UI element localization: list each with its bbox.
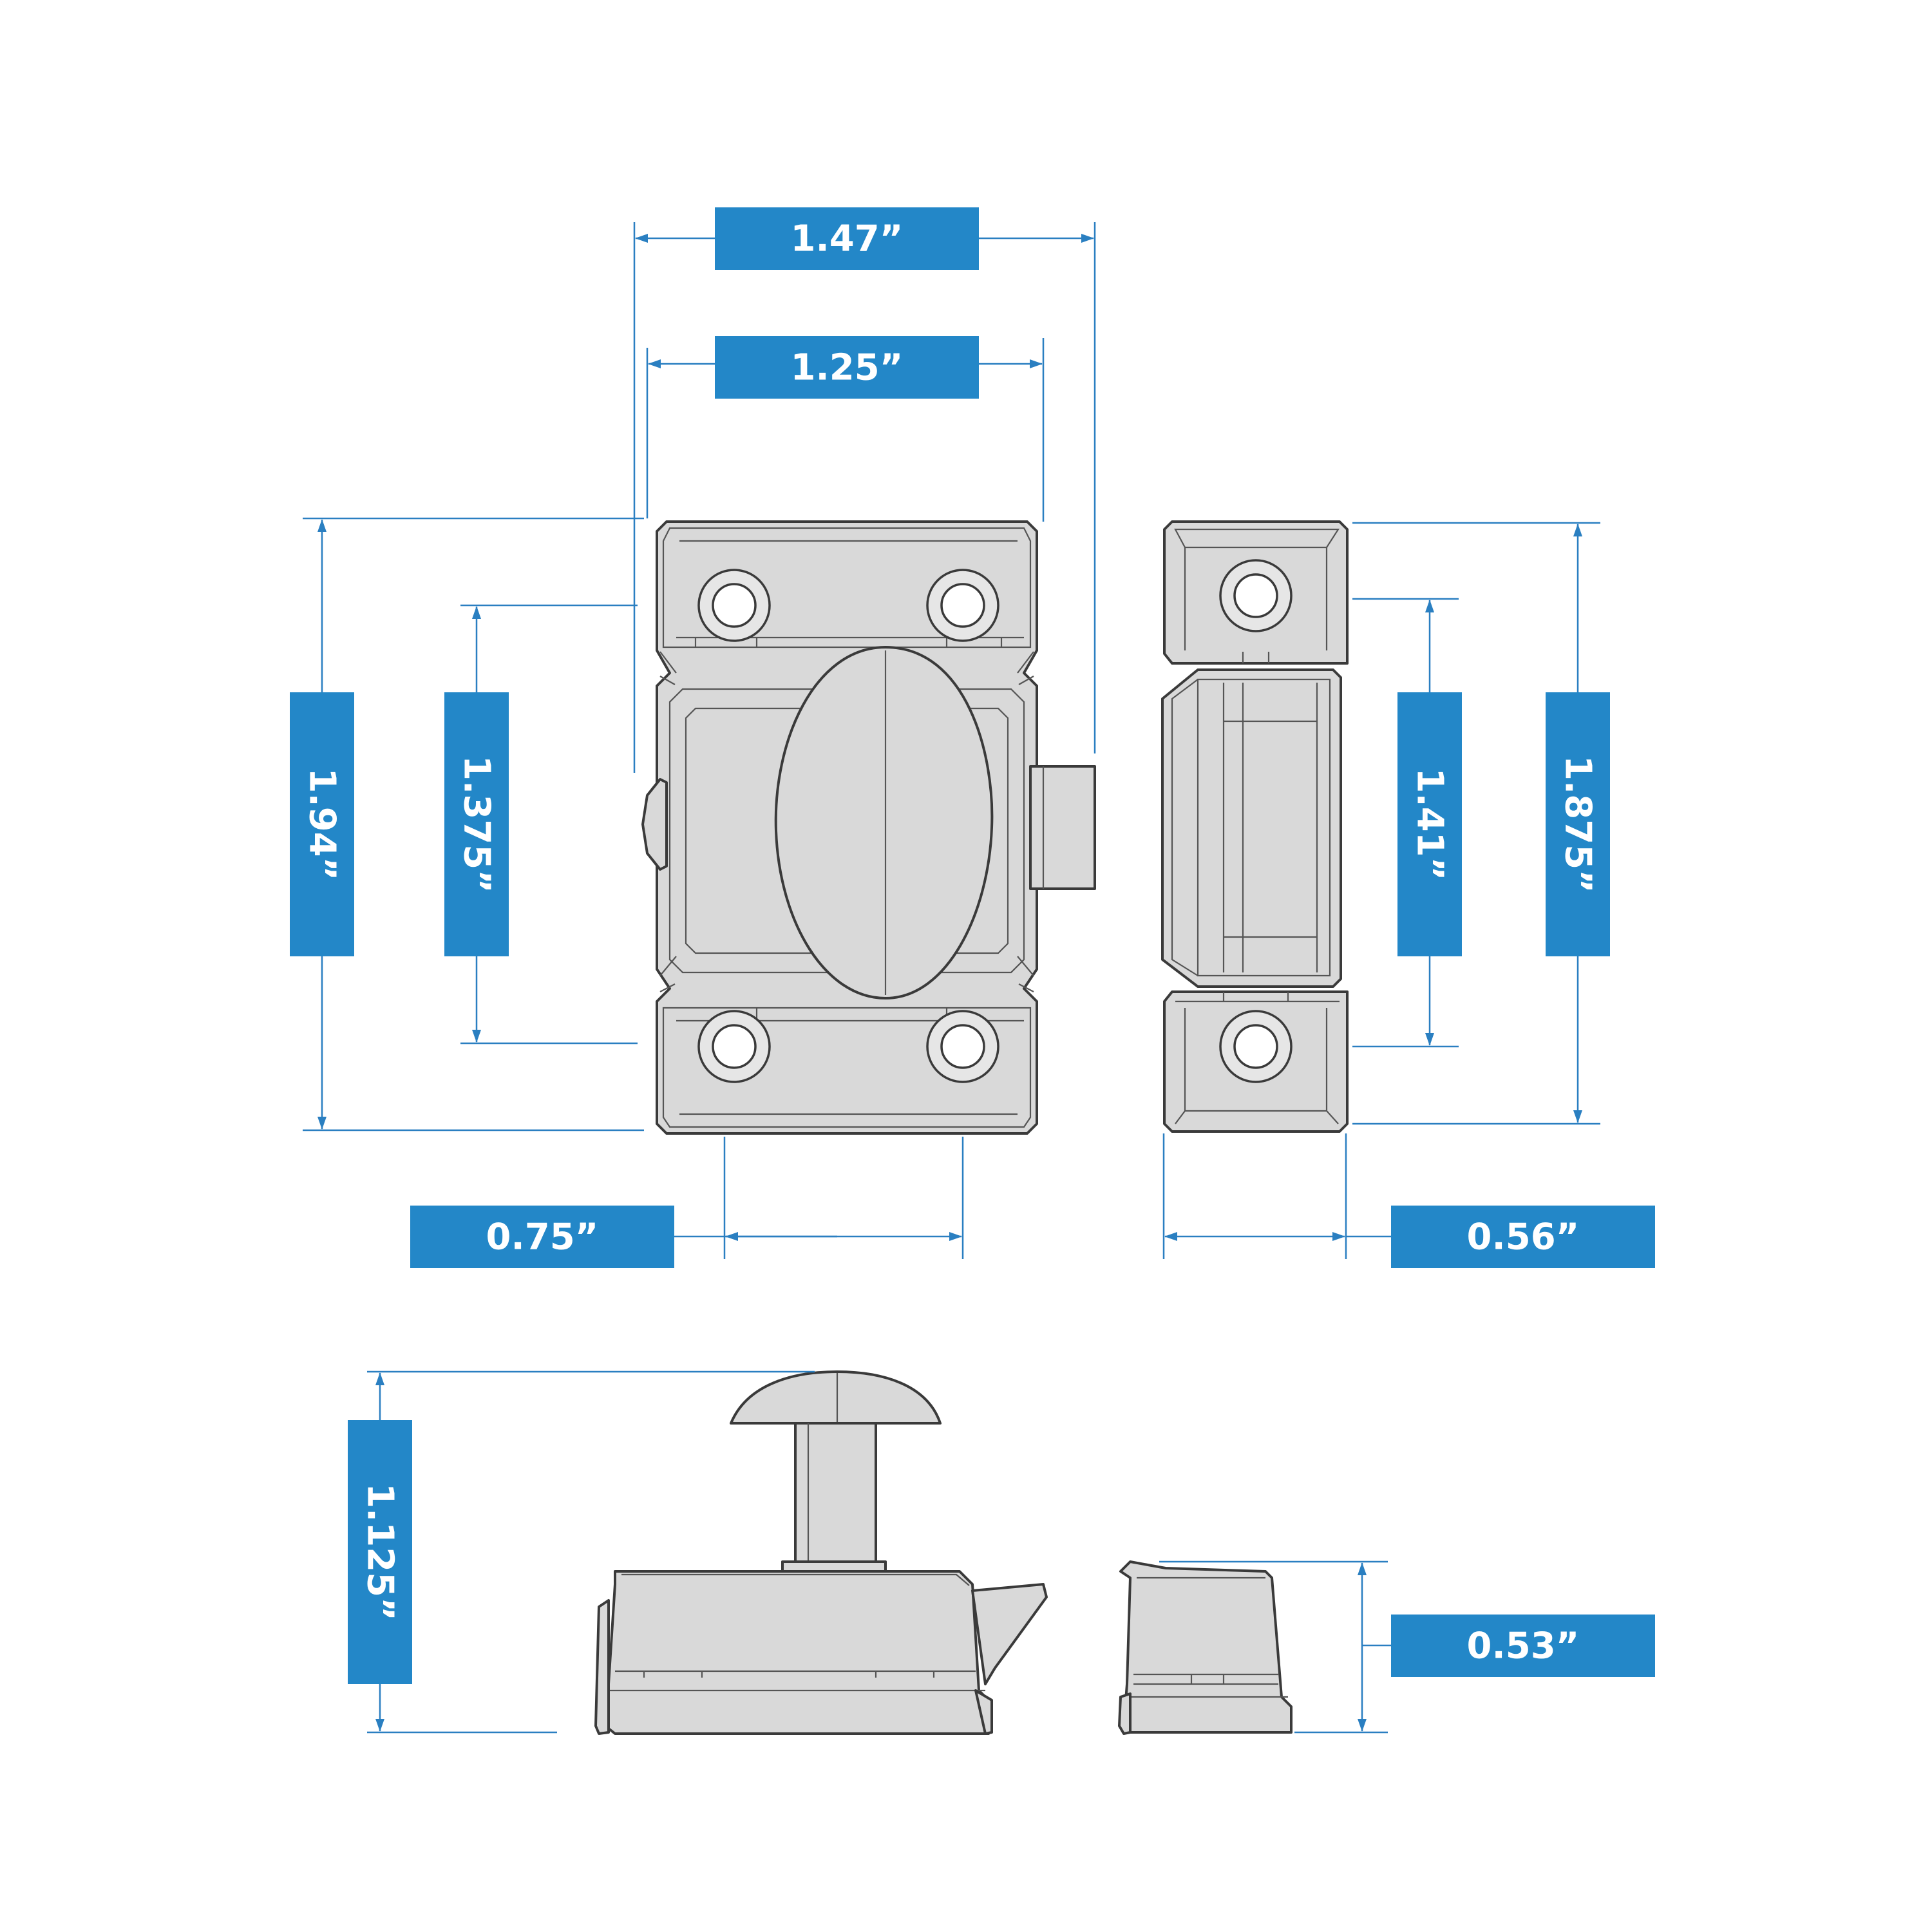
- dimension-label-strike-height: 1.875”: [1546, 692, 1610, 956]
- strike-side-body: [1119, 1560, 1293, 1734]
- latch-knob: [774, 646, 994, 999]
- svg-text:1.875”: 1.875”: [1557, 755, 1599, 893]
- dimension-label-base-width: 0.75”: [410, 1206, 674, 1268]
- dimension-label-latch-side-height: 1.125”: [348, 1420, 412, 1684]
- svg-text:1.41”: 1.41”: [1409, 768, 1451, 881]
- svg-text:0.75”: 0.75”: [486, 1217, 599, 1258]
- latch-front-view: [641, 520, 1096, 1135]
- latch-bottom-flange: [662, 1007, 1032, 1128]
- latch-side-stem: [794, 1422, 877, 1566]
- svg-text:1.94”: 1.94”: [301, 768, 343, 881]
- dimension-label-strike-side-height: 0.53”: [1391, 1615, 1655, 1677]
- latch-mounting-holes: [697, 569, 999, 1083]
- latch-side-spring-arm: [971, 1583, 1048, 1685]
- dimension-label-overall-width: 1.47”: [715, 207, 979, 270]
- svg-text:1.375”: 1.375”: [456, 755, 498, 893]
- latch-bolt: [1029, 765, 1096, 890]
- dimension-label-hole-spacing-width: 1.25”: [715, 336, 979, 399]
- latch-left-tab: [641, 778, 668, 871]
- latch-side-view: [594, 1370, 1048, 1735]
- svg-text:0.56”: 0.56”: [1467, 1217, 1580, 1258]
- svg-text:1.47”: 1.47”: [791, 218, 904, 260]
- strike-side-view: [1118, 1560, 1293, 1735]
- strike-front-view: [1161, 520, 1349, 1133]
- latch-side-left-clip: [594, 1599, 610, 1735]
- svg-text:1.125”: 1.125”: [359, 1483, 401, 1621]
- latch-side-body: [604, 1570, 990, 1735]
- latch-housing: [668, 688, 1025, 974]
- dimension-lines: [303, 222, 1600, 1734]
- dimension-label-hole-spacing-height: 1.375”: [444, 692, 509, 956]
- dimension-label-overall-height: 1.94”: [290, 692, 354, 956]
- strike-center-block: [1161, 668, 1342, 988]
- latch-side-knob-cap: [730, 1370, 942, 1425]
- dimension-label-strike-width: 0.56”: [1391, 1206, 1655, 1268]
- svg-text:0.53”: 0.53”: [1467, 1625, 1580, 1667]
- svg-text:1.25”: 1.25”: [791, 347, 904, 389]
- dimension-label-strike-hole-spacing: 1.41”: [1397, 692, 1462, 956]
- latch-top-flange: [662, 527, 1032, 649]
